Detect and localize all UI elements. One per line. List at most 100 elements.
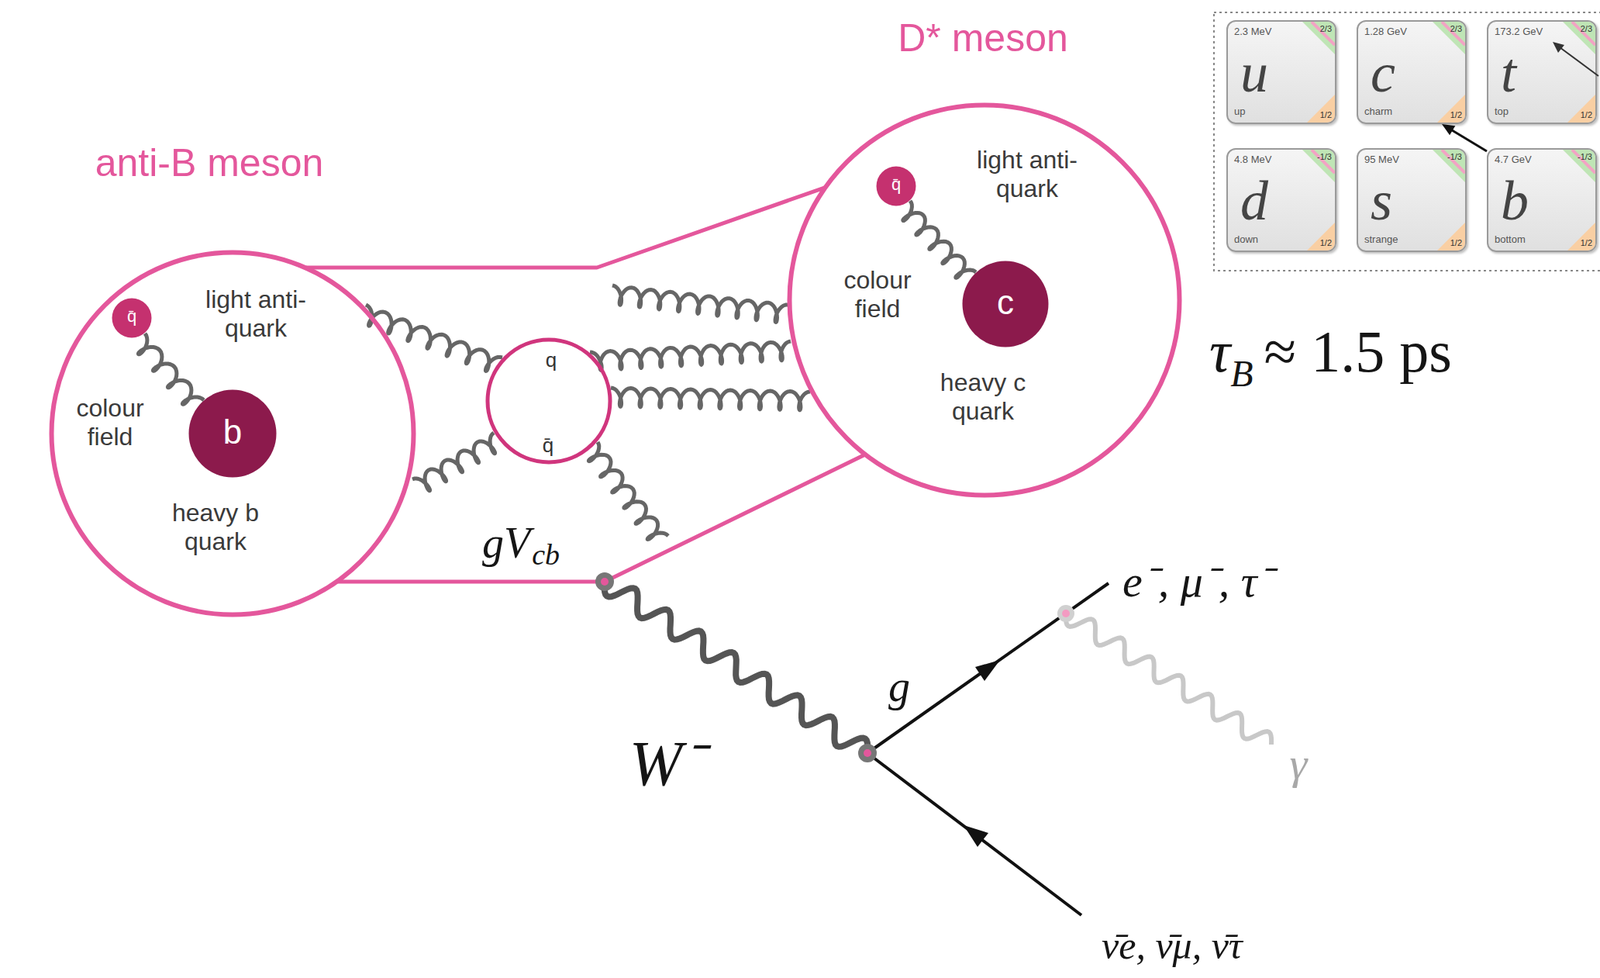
- quark-symbol: t: [1500, 44, 1517, 101]
- circle-shape: [789, 105, 1180, 496]
- circle-shape: [112, 298, 152, 338]
- quark-symbol: s: [1370, 172, 1393, 229]
- w-boson-wave: [604, 581, 869, 753]
- gluon-coil: [612, 285, 788, 323]
- quark-charge: 2/3: [1320, 24, 1332, 35]
- leader-head: [1552, 41, 1565, 53]
- lifetime-subscript: B: [1230, 351, 1253, 395]
- spin-corner: [1437, 94, 1466, 123]
- photon-wave: [1065, 613, 1272, 745]
- quark-mass: 4.7 GeV: [1494, 154, 1532, 166]
- quark-note: heavy b quark: [153, 498, 278, 556]
- circle-shape: [487, 339, 611, 463]
- quark-charge: 2/3: [1450, 24, 1463, 35]
- quark-name: down: [1234, 234, 1259, 246]
- quark-symbol: u: [1240, 44, 1269, 101]
- quark-mass: 95 MeV: [1364, 154, 1400, 166]
- circle-shape: [51, 252, 414, 615]
- quark-loop: q q̄: [485, 337, 613, 465]
- meson-circle: anti-B mesonlight anti-quarkcolour field…: [48, 249, 417, 618]
- quark-charge: 2/3: [1580, 24, 1593, 35]
- quark-card: 4.7 GeV b bottom -1/3 1/2: [1486, 148, 1597, 252]
- heavy-quark: c: [962, 260, 1049, 348]
- meson-circle: D* mesonlight anti-quarkcolour fieldheav…: [786, 102, 1183, 498]
- antiquark-dot: q̄: [111, 297, 152, 338]
- quark-name: up: [1234, 106, 1245, 118]
- boson-waves: [604, 581, 1272, 753]
- gluon-coil: [412, 432, 496, 491]
- photon-vertex-core: [1062, 609, 1070, 618]
- gluon-coil: [589, 341, 791, 370]
- quark-note: heavy c quark: [920, 368, 1045, 426]
- quark-card: 2.3 MeV u up 2/3 1/2: [1226, 20, 1337, 125]
- quark-mass: 4.8 MeV: [1234, 154, 1272, 166]
- quark-charge: -1/3: [1577, 151, 1593, 163]
- colour-corner: [1562, 21, 1596, 55]
- quark-mass: 2.3 MeV: [1234, 26, 1272, 38]
- quark-symbol: c: [996, 282, 1014, 323]
- lepton-label: e⁻, μ⁻, τ⁻: [1122, 555, 1273, 608]
- fermion-arrow: [975, 659, 1000, 681]
- colour-corner: [1432, 149, 1466, 183]
- quark-symbol: c: [1370, 44, 1396, 101]
- quark-name: bottom: [1494, 234, 1526, 246]
- meson-title: D* meson: [897, 16, 1069, 62]
- quark-spin: 1/2: [1320, 237, 1332, 249]
- colour-corner: [1562, 149, 1596, 183]
- quark-spin: 1/2: [1580, 110, 1593, 121]
- colour-corner: [1302, 149, 1335, 183]
- colour-stripe: [1441, 149, 1466, 173]
- vertex-core: [600, 577, 609, 586]
- quark-symbol: b: [1500, 172, 1529, 229]
- spin-corner: [1567, 222, 1596, 251]
- antiquark-symbol: q̄: [891, 174, 901, 194]
- vertex-core: [863, 748, 872, 757]
- circle-shape: [876, 166, 917, 207]
- table-frame: [1213, 12, 1600, 271]
- boson-label: W⁻: [629, 727, 704, 800]
- spin-corner: [1567, 94, 1596, 123]
- antiquark-symbol: q̄: [127, 306, 137, 326]
- quark-charge: -1/3: [1317, 151, 1332, 163]
- quark-symbol: q: [545, 348, 557, 373]
- quark-note: light anti-quark: [953, 145, 1101, 204]
- leader-line: [1559, 47, 1599, 76]
- colour-corner: [1432, 21, 1466, 55]
- quark-spin: 1/2: [1320, 110, 1332, 121]
- neutrino-line: [867, 752, 1082, 915]
- vertex-dot: [858, 743, 877, 763]
- quark-card: 95 MeVsstrange-1/31/2: [1356, 148, 1467, 252]
- colour-stripe: [1441, 21, 1466, 45]
- field-note: colour field: [55, 393, 165, 452]
- quark-spin: 1/2: [1580, 237, 1593, 249]
- coupling-label: g: [888, 661, 911, 711]
- field-note: colour field: [823, 265, 932, 324]
- gluon-coil: [610, 387, 811, 411]
- colour-corner: [1302, 21, 1335, 55]
- neutrino-label: ν̄e, ν̄μ, ν̄τ: [1101, 923, 1243, 969]
- colour-stripe: [1311, 21, 1335, 45]
- quark-mass: 173.2 GeV: [1494, 26, 1543, 38]
- quark-note: light anti-quark: [182, 285, 330, 343]
- quark-symbol: d: [1240, 172, 1269, 229]
- antiquark-symbol: q̄: [542, 434, 554, 458]
- quark-name: charm: [1364, 106, 1393, 118]
- quark-mass: 1.28 GeV: [1364, 26, 1407, 38]
- lepton-line: [867, 582, 1109, 753]
- colour-stripe: [1311, 149, 1335, 173]
- lifetime-symbol: τ: [1209, 317, 1231, 386]
- spin-corner: [1437, 222, 1466, 251]
- connector-line: [337, 454, 865, 582]
- gluon-coil: [137, 333, 204, 404]
- quark-spin: 1/2: [1450, 110, 1463, 121]
- circle-shape: [189, 389, 277, 478]
- spin-corner: [1306, 222, 1335, 251]
- quark-spin: 1/2: [1450, 237, 1463, 249]
- quark-name: strange: [1364, 234, 1398, 246]
- spin-corner: [1306, 94, 1335, 123]
- gluon-coil: [903, 200, 976, 278]
- fermion-arrow: [963, 824, 989, 847]
- gluon-coil: [588, 441, 669, 540]
- meson-title: anti-B meson: [95, 141, 325, 187]
